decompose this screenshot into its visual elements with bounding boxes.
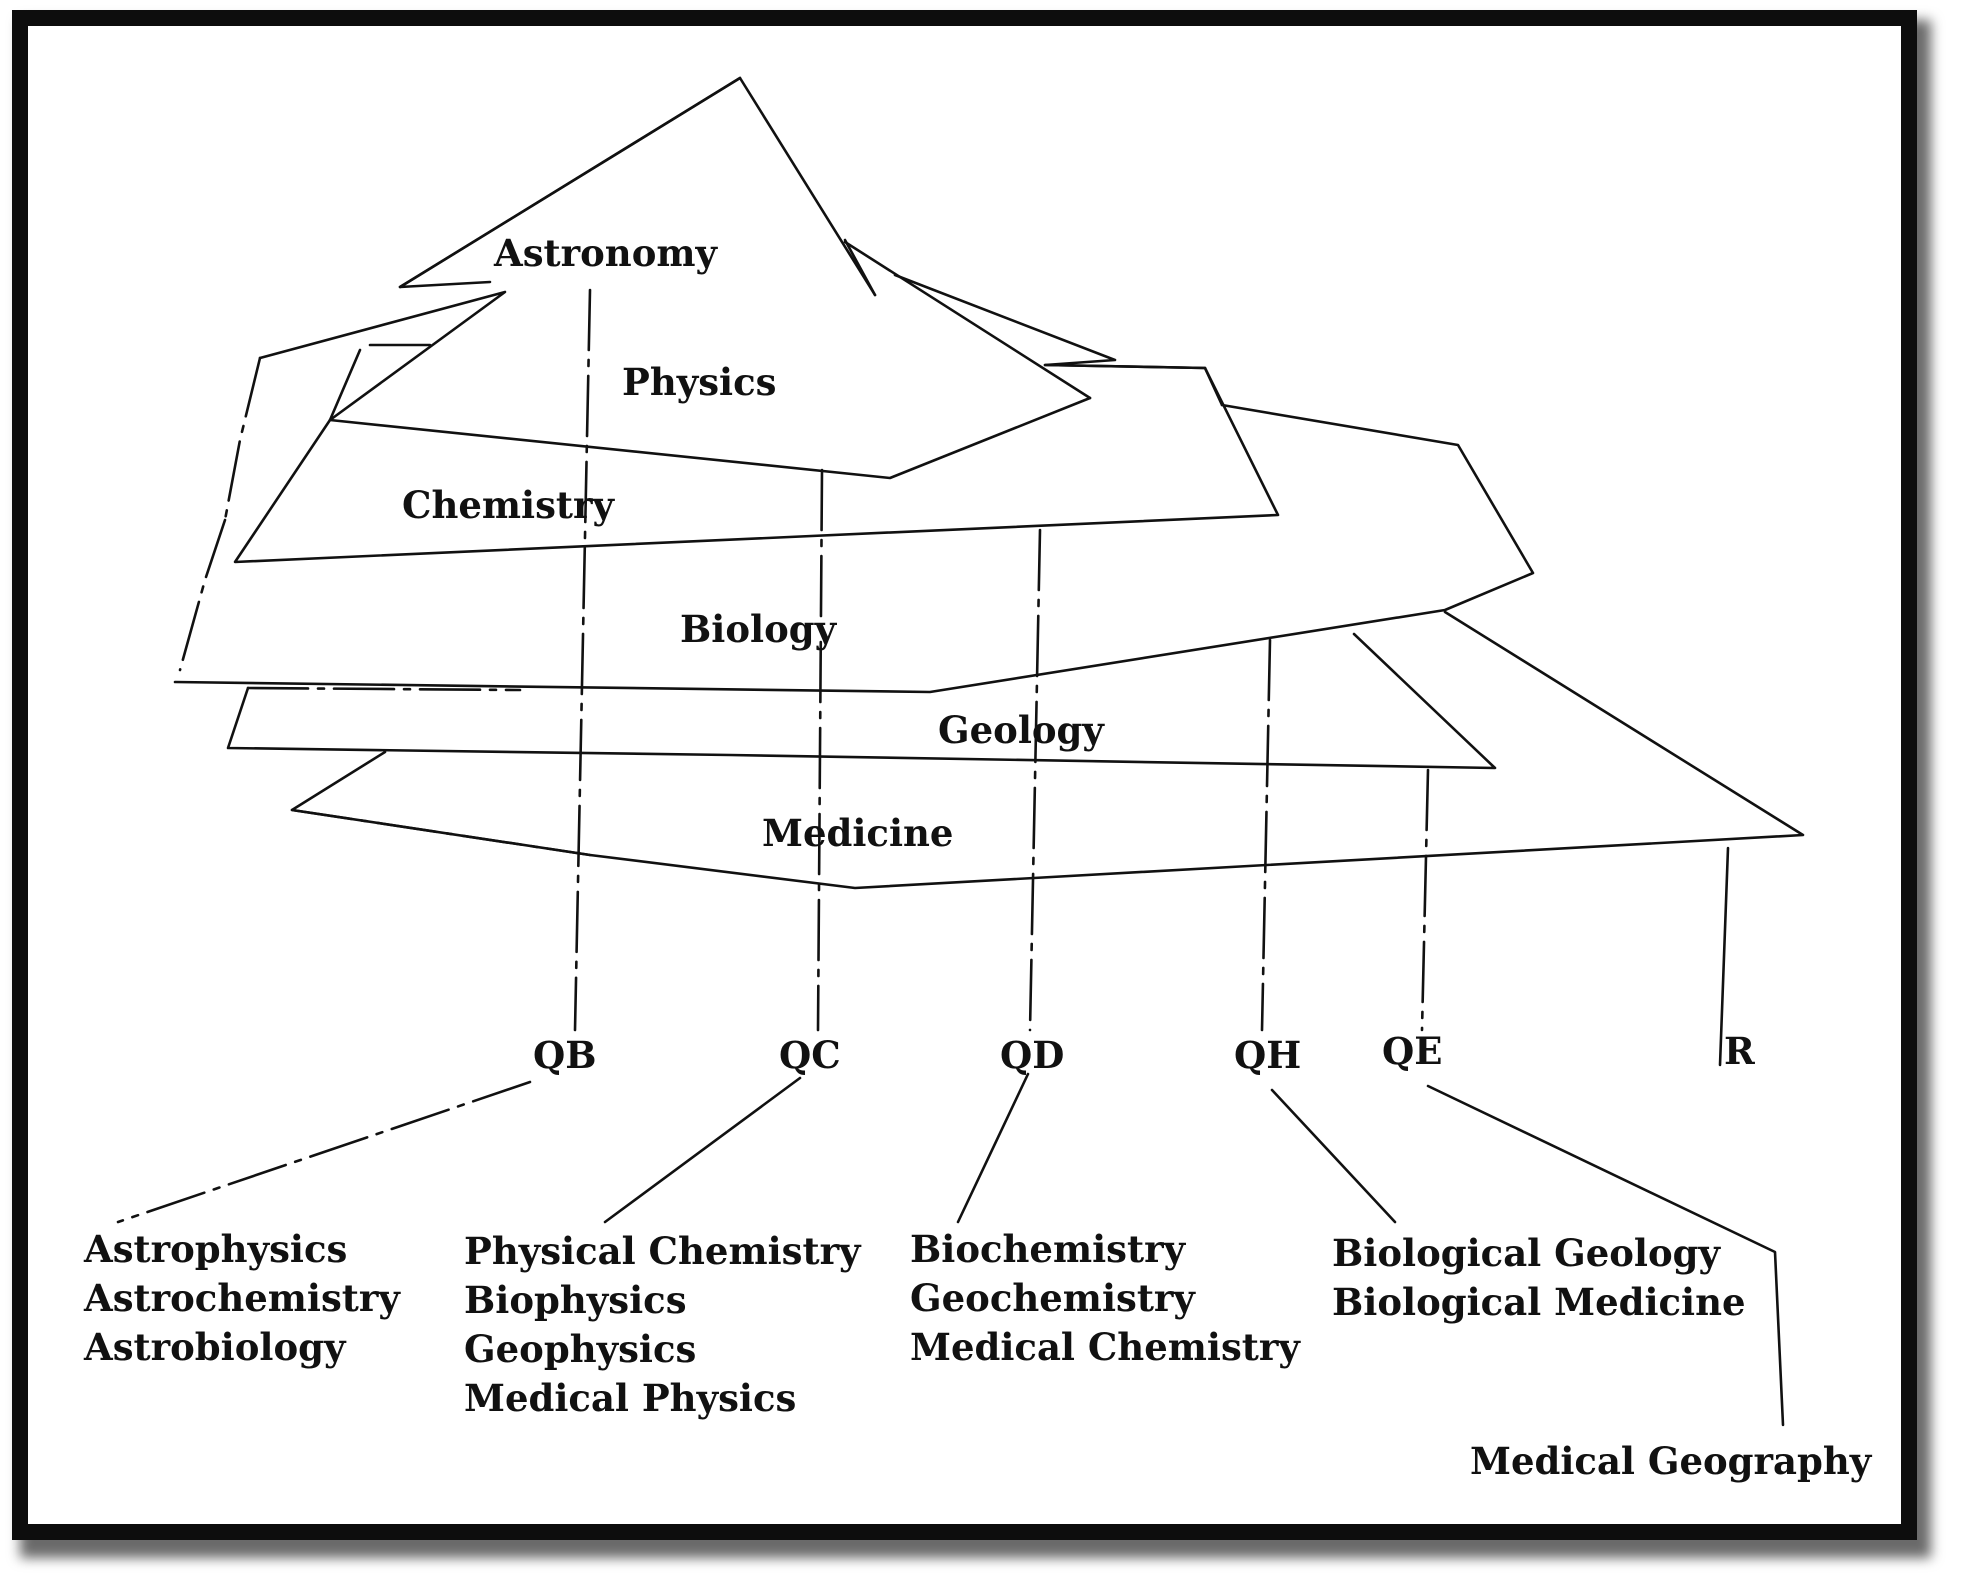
qh-dropline [1260, 638, 1272, 1032]
group-qe: Medical Geography [1470, 1439, 1873, 1483]
physics-plane-left [223, 356, 262, 522]
layer-label-physics: Physics [622, 360, 776, 404]
diagram-frame [12, 10, 1917, 1540]
group-qc: Physical Chemistry Biophysics Geophysics… [464, 1229, 862, 1420]
group-qb: Astrophysics Astrochemistry Astrobiology [83, 1227, 401, 1369]
group-qb-item: Astrophysics [83, 1227, 347, 1271]
group-qh: Biological Geology Biological Medicine [1332, 1231, 1746, 1324]
group-qe-item: Medical Geography [1470, 1439, 1873, 1483]
group-qd-item: Medical Chemistry [910, 1325, 1301, 1369]
code-label-qd: QD [1000, 1033, 1064, 1077]
code-label-qb: QB [533, 1033, 597, 1077]
layer-label-medicine: Medicine [762, 811, 953, 855]
chemistry-plane [328, 348, 362, 422]
chemistry-plane-top [1043, 363, 1207, 370]
code-label-qe: QE [1382, 1029, 1442, 1073]
r-dropline [1718, 846, 1730, 1067]
qc-dropline [816, 468, 824, 1032]
group-qd-item: Biochemistry [910, 1227, 1187, 1271]
medicine-plane-dash [290, 808, 592, 857]
group-qb-item: Astrochemistry [83, 1276, 401, 1320]
biology-plane-connector [1203, 366, 1224, 407]
geology-plane-top [246, 686, 522, 692]
qh-connector [1270, 1088, 1397, 1224]
layer-label-chemistry: Chemistry [402, 483, 616, 527]
qe-dropline [1420, 768, 1430, 1032]
biology-plane [173, 403, 1535, 694]
group-qh-item: Biological Medicine [1332, 1280, 1746, 1324]
astronomy-plane-edge [398, 76, 742, 289]
code-label-qh: QH [1234, 1033, 1301, 1077]
group-qc-item: Medical Physics [464, 1376, 796, 1420]
group-qb-item: Astrobiology [83, 1325, 347, 1369]
qd-connector [956, 1072, 1030, 1224]
layer-label-geology: Geology [938, 708, 1105, 752]
qd-dropline [1028, 528, 1042, 1032]
group-qc-item: Geophysics [464, 1327, 696, 1371]
biology-plane-left [178, 518, 227, 672]
group-qd-item: Geochemistry [910, 1276, 1196, 1320]
qc-connector [603, 1076, 802, 1224]
astronomy-plane-edge-right [843, 238, 877, 297]
layer-label-biology: Biology [680, 607, 838, 651]
code-label-qc: QC [779, 1033, 841, 1077]
geology-plane [226, 632, 1497, 770]
medicine-plane [290, 610, 1805, 890]
qb-dropline [573, 288, 592, 1032]
qe-connector [1426, 1084, 1785, 1427]
group-qd: Biochemistry Geochemistry Medical Chemis… [910, 1227, 1301, 1369]
qb-connector [116, 1080, 532, 1224]
layer-label-astronomy: Astronomy [493, 231, 719, 275]
chemistry-plane-outline [233, 273, 1280, 564]
group-qc-item: Biophysics [464, 1278, 687, 1322]
physics-plane-right [843, 240, 1092, 400]
group-qh-item: Biological Geology [1332, 1231, 1722, 1275]
code-label-r: R [1724, 1029, 1755, 1073]
group-qc-item: Physical Chemistry [464, 1229, 862, 1273]
